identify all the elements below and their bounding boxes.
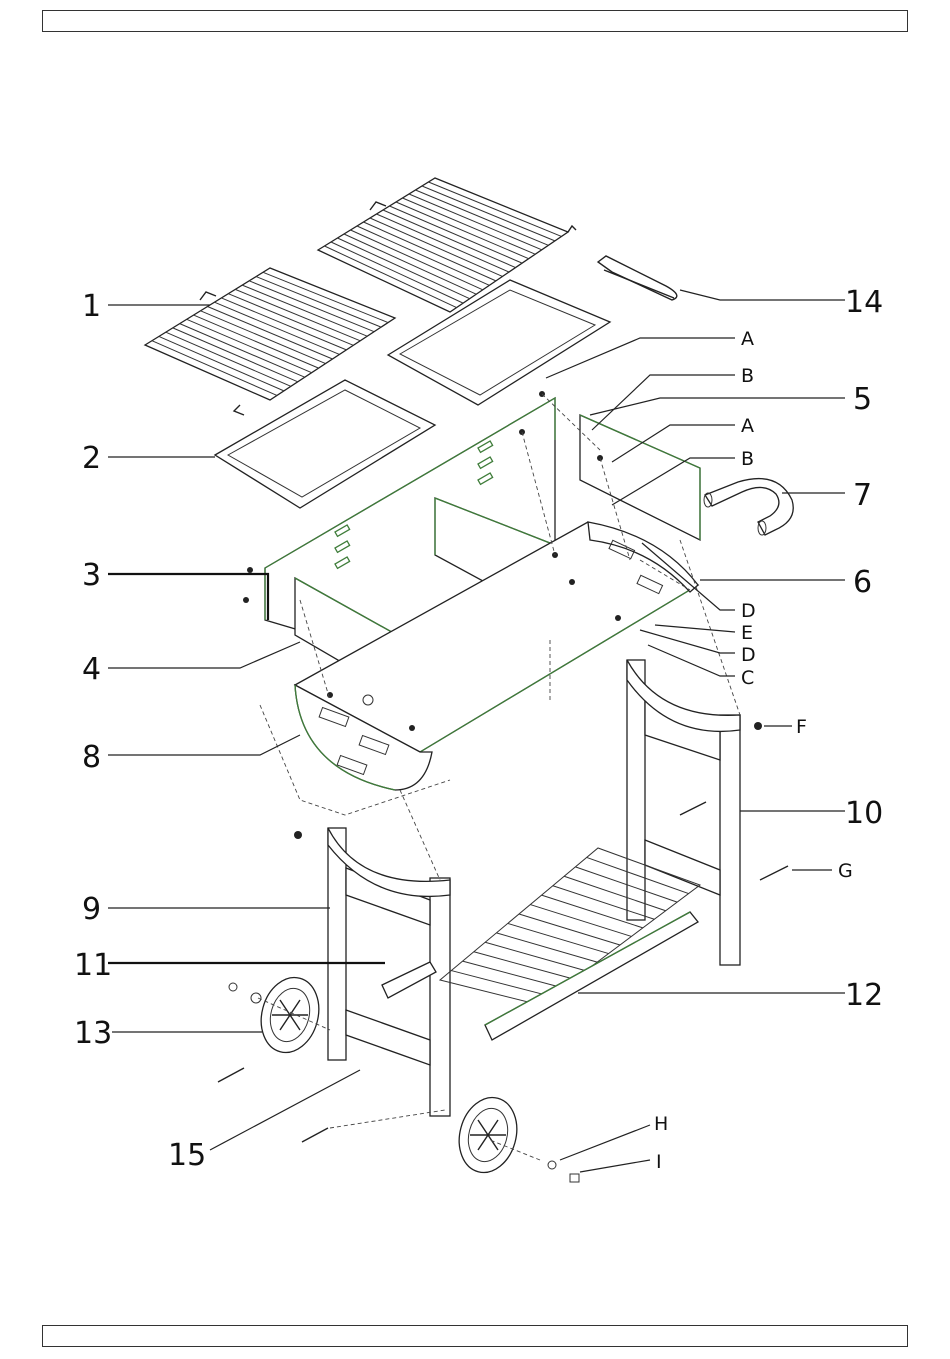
lifting-tool [598, 256, 677, 300]
part-labels: 1 2 3 4 5 6 7 8 9 10 11 12 13 14 15 A B … [74, 285, 883, 1173]
label-part-2: 2 [82, 441, 101, 476]
label-part-8: 8 [82, 740, 101, 775]
label-part-3: 3 [82, 558, 101, 593]
label-part-4: 4 [82, 652, 101, 687]
wheel-right [451, 1091, 525, 1179]
label-part-13: 13 [74, 1016, 112, 1051]
grid-bar [474, 952, 574, 980]
label-hw-c: C [741, 667, 754, 689]
label-hw-e: E [741, 622, 753, 644]
side-cross-bar [382, 962, 436, 998]
grid-bar [485, 942, 586, 970]
label-part-5: 5 [853, 382, 872, 417]
label-hw-b-mid: B [741, 448, 754, 470]
label-hw-f: F [796, 716, 807, 738]
wheel-left [253, 971, 327, 1059]
firebox-right-side-panel [580, 415, 700, 540]
label-hw-i: I [656, 1151, 662, 1173]
label-part-12: 12 [845, 978, 883, 1013]
grid-bar [451, 971, 551, 997]
side-handle [704, 479, 793, 535]
grid-bar [508, 923, 609, 953]
label-part-9: 9 [82, 892, 101, 927]
grid-bar [564, 876, 666, 910]
label-hw-d-bottom: D [741, 644, 756, 666]
label-part-11: 11 [74, 948, 112, 983]
label-part-7: 7 [853, 478, 872, 513]
label-hw-d-top: D [741, 600, 756, 622]
grid-bar [463, 961, 563, 988]
grid-bar [530, 905, 631, 937]
grid-bar [519, 914, 620, 945]
label-part-1: 1 [82, 289, 101, 324]
label-part-15: 15 [168, 1138, 206, 1173]
label-part-10: 10 [845, 796, 883, 831]
label-hw-b-top: B [741, 365, 754, 387]
label-hw-h: H [654, 1113, 668, 1135]
label-hw-a-mid: A [741, 415, 754, 437]
label-hw-a-top: A [741, 328, 754, 350]
grid-bar [496, 933, 597, 962]
label-hw-g: G [838, 860, 853, 882]
label-part-6: 6 [853, 565, 872, 600]
label-part-14: 14 [845, 285, 883, 320]
